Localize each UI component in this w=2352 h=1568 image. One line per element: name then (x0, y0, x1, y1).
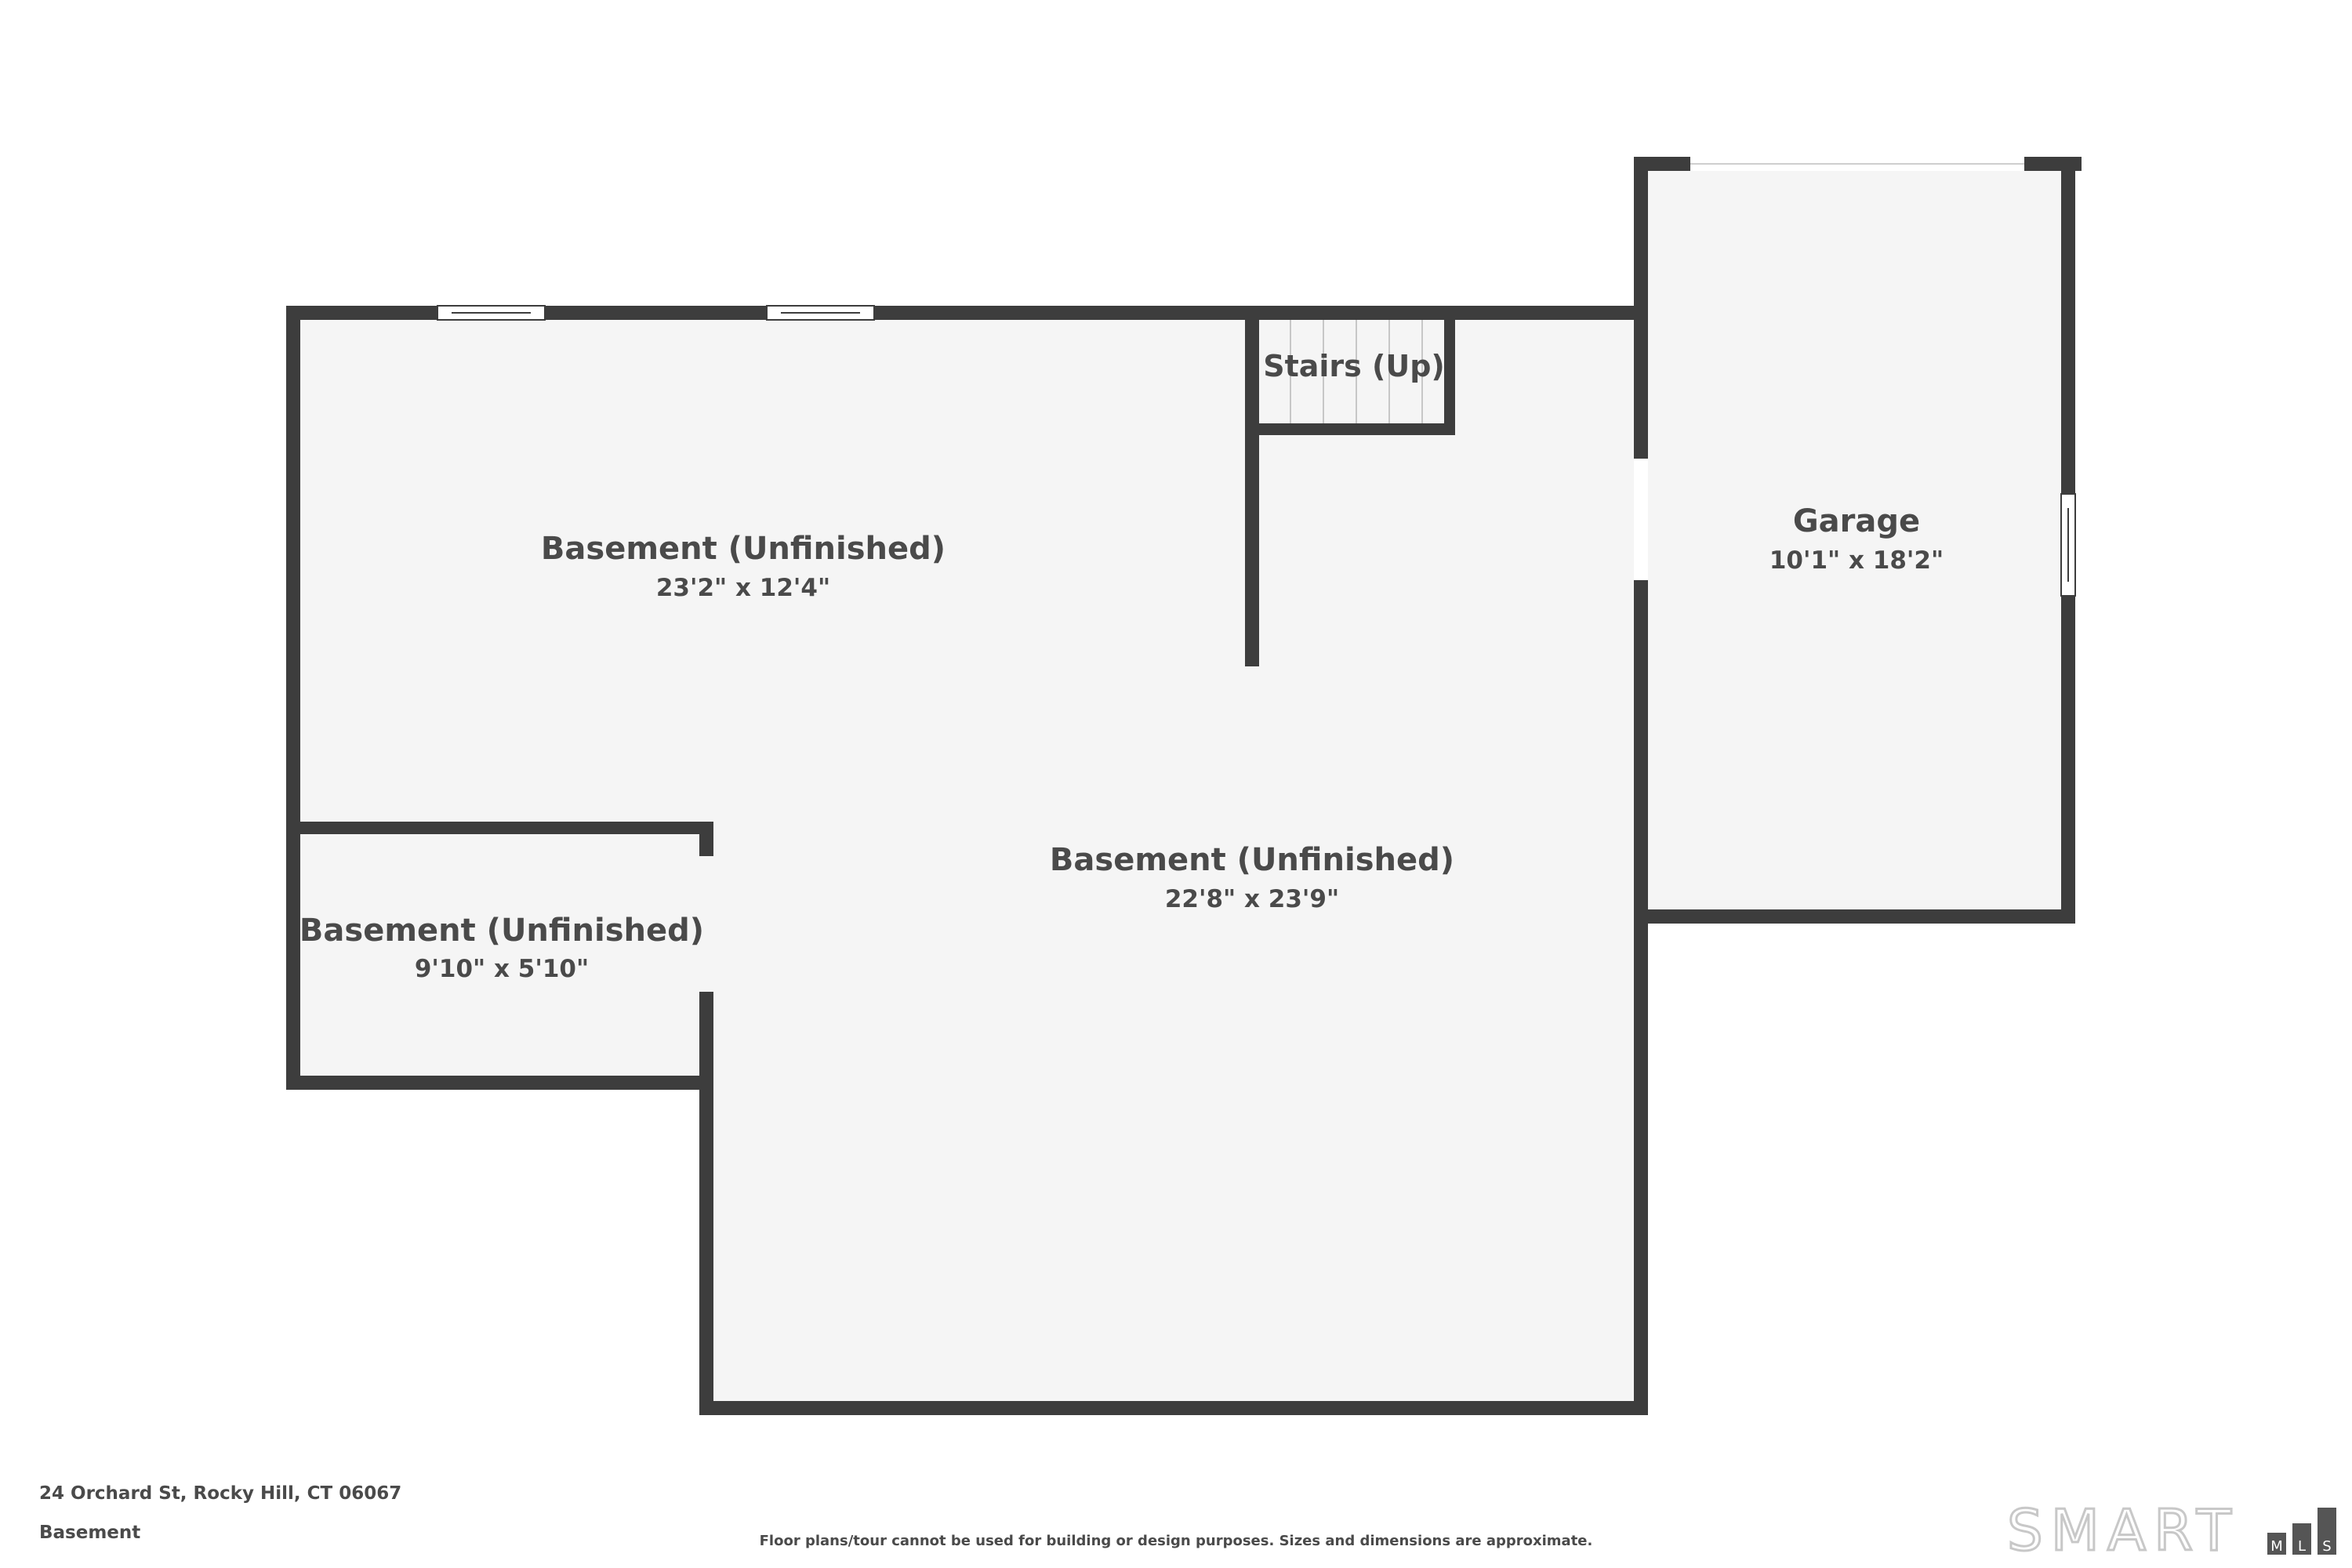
room-label-stairs: Stairs (Up) (1263, 349, 1445, 383)
wall-inner-left (699, 992, 713, 1415)
wall-garage-right-top (2061, 157, 2075, 494)
logo-wordmark: SMART (2007, 1501, 2239, 1556)
room-dims-basement-small: 9'10" x 5'10" (415, 955, 589, 983)
small-room-doorway (699, 856, 713, 992)
wall-garage-top-left (1634, 157, 1690, 171)
room-label-basement-main: Basement (Unfinished) (541, 531, 946, 567)
wall-left (286, 306, 300, 1090)
garage-doorway (1634, 459, 1648, 580)
logo-badge-s-letter: S (2322, 1538, 2331, 1555)
openings (437, 157, 2076, 992)
stair-treads (1290, 320, 1423, 423)
logo-badges: M L S (2267, 1508, 2336, 1555)
room-labels: Basement (Unfinished) 23'2" x 12'4" Base… (299, 349, 1944, 983)
logo-badge-l (2292, 1523, 2311, 1555)
wall-bottom-left (286, 1076, 713, 1090)
property-address: 24 Orchard St, Rocky Hill, CT 06067 (39, 1483, 402, 1504)
wall-top (286, 306, 1648, 320)
wall-garage-bottom (1634, 909, 2075, 924)
wall-stairs-right (1444, 314, 1455, 435)
garage-door (1690, 157, 2024, 171)
wall-garage-right-bottom (2061, 596, 2075, 924)
wall-stairs-bottom (1253, 423, 1455, 435)
logo-badge-m-letter: M (2270, 1538, 2283, 1555)
floor-areas (294, 163, 2067, 1407)
smart-mls-logo: SMART M L S (2007, 1501, 2336, 1556)
basement-floor (294, 314, 1640, 1407)
walls (286, 157, 2082, 1415)
window-2 (766, 305, 875, 321)
floor-level-label: Basement (39, 1523, 141, 1543)
wall-small-room-top (286, 822, 713, 834)
room-label-garage: Garage (1793, 503, 1920, 539)
logo-badge-m (2267, 1533, 2286, 1555)
garage-floor (1640, 163, 2067, 912)
room-label-basement-small: Basement (Unfinished) (299, 913, 704, 949)
room-dims-basement-large: 22'8" x 23'9" (1165, 885, 1339, 913)
wall-bottom (699, 1401, 1648, 1415)
room-label-basement-large: Basement (Unfinished) (1050, 842, 1454, 878)
garage-window (2060, 493, 2076, 597)
wall-stairs-left (1245, 306, 1259, 666)
room-dims-garage: 10'1" x 18'2" (1769, 546, 1944, 575)
wall-garage-left-top (1634, 157, 1648, 459)
window-1 (437, 305, 546, 321)
wall-right-mid (1634, 580, 1648, 917)
disclaimer: Floor plans/tour cannot be used for buil… (759, 1533, 1593, 1549)
room-dims-basement-main: 23'2" x 12'4" (656, 574, 830, 602)
wall-right-lower (1634, 912, 1648, 1415)
logo-badge-s (2318, 1508, 2336, 1555)
logo-badge-l-letter: L (2298, 1538, 2306, 1555)
wall-small-room-stub (699, 822, 713, 856)
